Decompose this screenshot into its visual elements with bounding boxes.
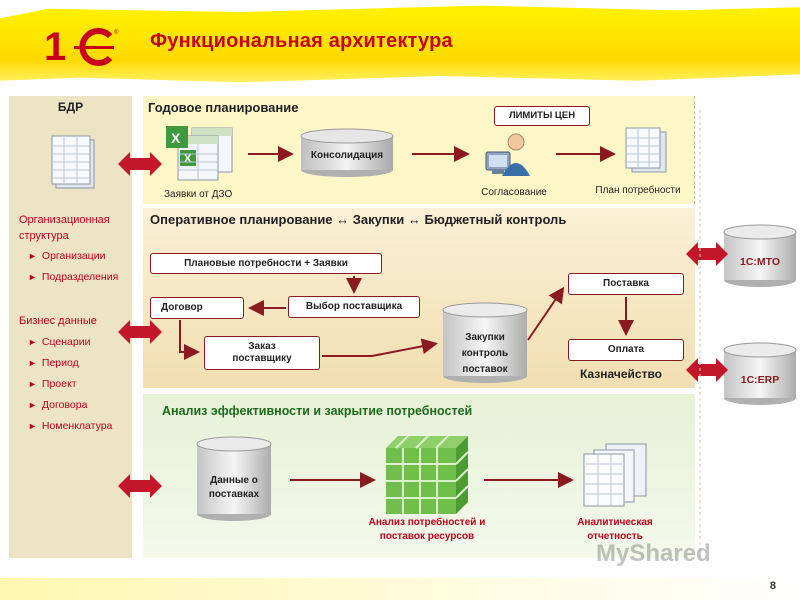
spreadsheet-icon <box>51 135 95 189</box>
purchases-label: Закупки контроль поставок <box>461 332 509 375</box>
org-item-departments: ►Подразделения <box>28 271 119 283</box>
header-band <box>0 5 800 83</box>
svg-text:®: ® <box>114 29 119 36</box>
page-number: 8 <box>769 580 776 592</box>
delivery-box: Поставка <box>568 273 684 295</box>
bullet-icon: ► <box>28 272 37 282</box>
biz-item-period: ►Период <box>28 357 79 369</box>
left-column-title: БДР <box>57 100 84 114</box>
org-item-organizations: ►Организации <box>28 250 106 262</box>
treasury-label: Казначейство <box>580 367 662 381</box>
biz-item-contracts: ►Договора <box>28 399 88 411</box>
watermark: MyShared <box>596 540 711 567</box>
contract-box: Договор <box>150 297 244 319</box>
svg-text:X: X <box>171 130 181 146</box>
business-data-heading: Бизнес данные <box>19 315 97 327</box>
demand-plan-label: План потребности <box>595 185 681 196</box>
footer-band <box>0 578 800 600</box>
bullet-icon: ► <box>28 400 37 410</box>
svg-text:1: 1 <box>44 25 66 66</box>
payment-box: Оплата <box>568 339 684 361</box>
deliveries-data-label: Данные о поставках <box>208 475 260 500</box>
price-limits-box: ЛИМИТЫ ЦЕН <box>494 106 590 126</box>
operational-planning-title: Оперативное планирование ↔ Закупки ↔ Бюд… <box>150 212 567 227</box>
1c-logo: 1 ® <box>44 25 119 66</box>
reports-documents-icon <box>583 443 647 507</box>
analysis-label: Анализ потребностей и поставок ресурсов <box>368 517 486 542</box>
requests-label: Заявки от ДЗО <box>164 189 233 200</box>
reports-label: Аналитическая отчетность <box>577 517 653 542</box>
user-computer-icon <box>485 133 530 176</box>
analysis-cube-icon <box>386 435 469 514</box>
bullet-icon: ► <box>28 358 37 368</box>
consolidation-label: Консолидация <box>310 150 384 161</box>
plan-document-icon <box>625 127 667 173</box>
deliveries-data-cylinder <box>196 436 272 521</box>
bullet-icon: ► <box>28 421 37 431</box>
page-title: Функциональная архитектура <box>150 30 453 52</box>
mto-system-cylinder <box>723 224 797 287</box>
efficiency-analysis-title: Анализ эффективности и закрытие потребно… <box>162 404 473 418</box>
biz-item-scenarios: ►Сценарии <box>28 336 91 348</box>
biz-item-nomenclature: ►Номенклатура <box>28 420 113 432</box>
svg-text:X: X <box>184 153 192 165</box>
biz-item-project: ►Проект <box>28 378 77 390</box>
planned-needs-box: Плановые потребности + Заявки <box>150 253 382 274</box>
bullet-icon: ► <box>28 251 37 261</box>
erp-system-label: 1С:ERP <box>740 374 780 386</box>
bullet-icon: ► <box>28 379 37 389</box>
mto-system-label: 1С:МТО <box>740 256 780 268</box>
bullet-icon: ► <box>28 337 37 347</box>
erp-system-cylinder <box>723 342 797 405</box>
supplier-choice-box: Выбор поставщика <box>288 296 420 318</box>
purchases-cylinder <box>442 302 528 383</box>
org-structure-heading: Организационная структура <box>19 214 110 242</box>
consolidation-cylinder <box>300 128 394 177</box>
annual-planning-title: Годовое планирование <box>148 100 299 115</box>
requests-spreadsheets-icon: X X <box>166 126 233 181</box>
approval-label: Согласование <box>481 187 547 198</box>
supplier-order-box: Заказ поставщику <box>204 336 320 370</box>
